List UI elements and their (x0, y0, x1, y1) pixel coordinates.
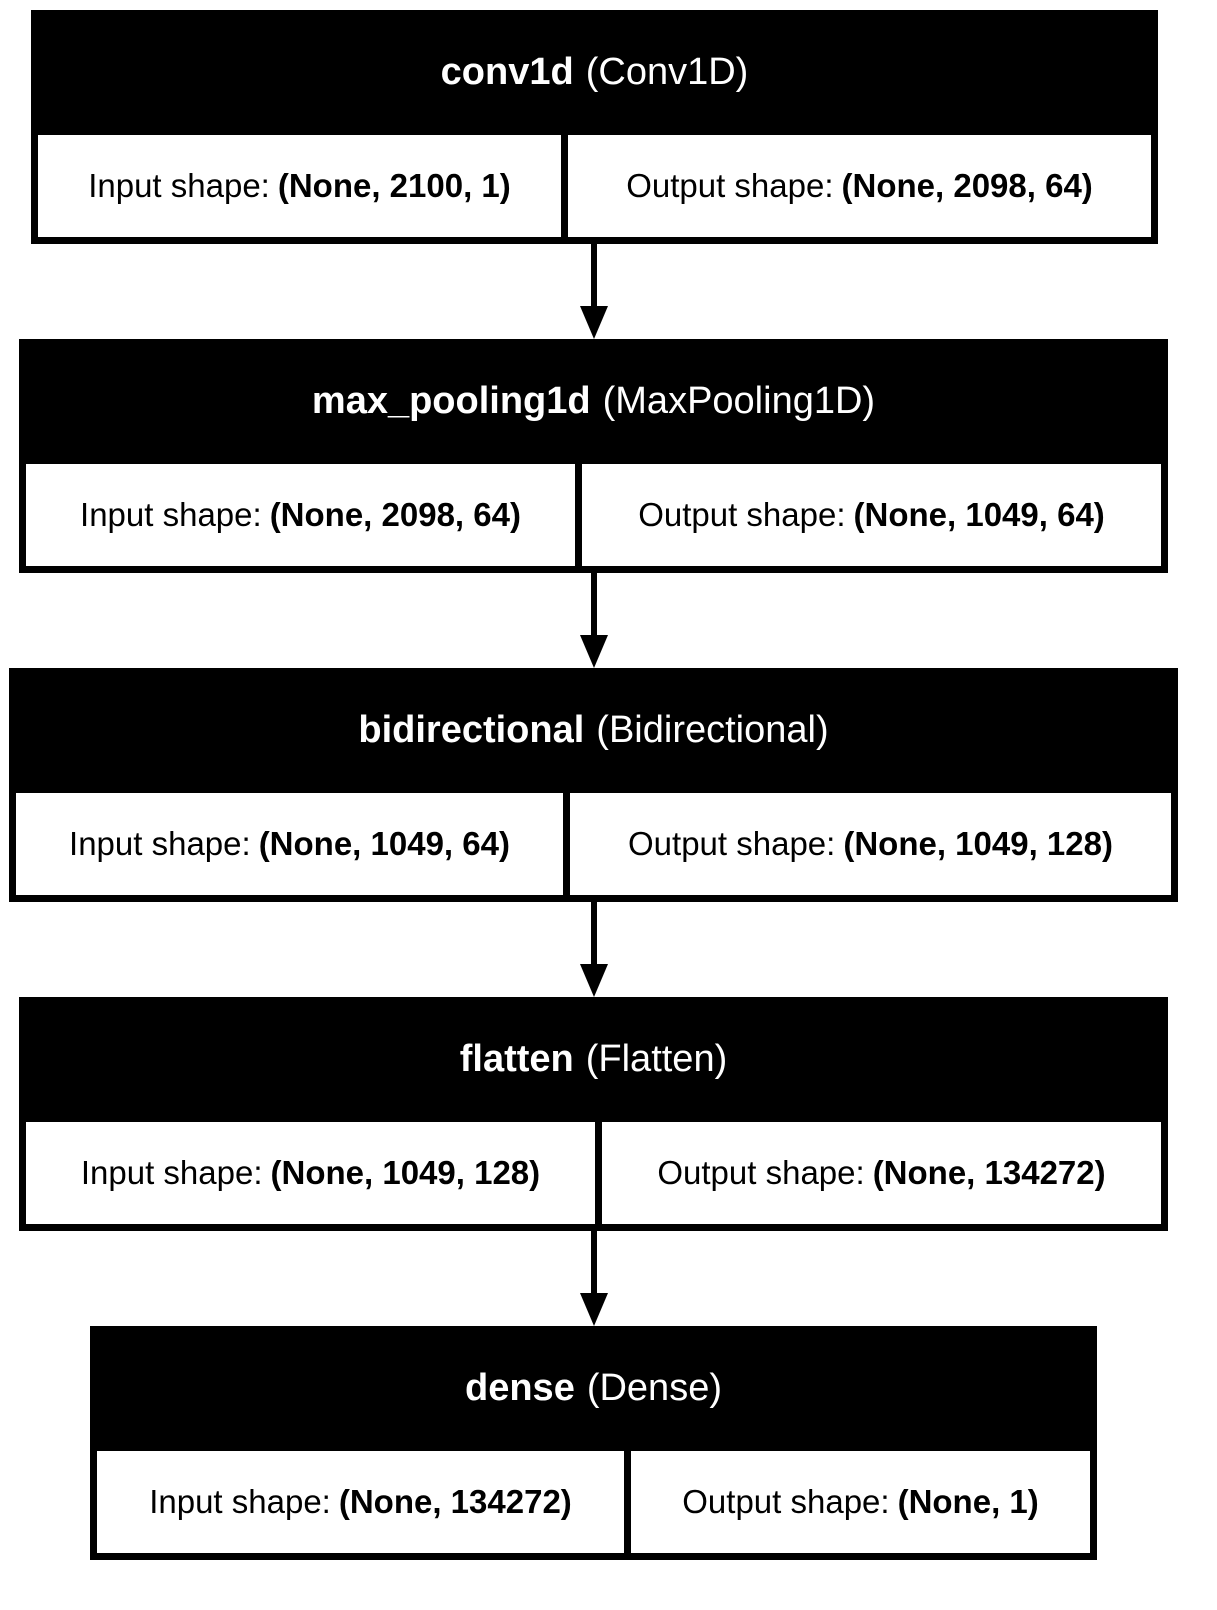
layer-header: bidirectional (Bidirectional) (9, 668, 1178, 793)
output-shape-label: Output shape: (626, 167, 834, 204)
arrow-bidirectional-to-flatten (580, 902, 608, 997)
input-shape-value: (None, 2098, 64) (269, 496, 521, 533)
output-shape-value: (None, 1049, 64) (853, 496, 1105, 533)
layer-name: bidirectional (358, 709, 585, 751)
input-shape-cell: Input shape: (None, 2098, 64) (26, 464, 575, 566)
input-shape-label: Input shape: (69, 825, 251, 862)
input-shape-cell: Input shape: (None, 1049, 64) (16, 793, 563, 895)
arrow-flatten-to-dense (580, 1231, 608, 1326)
layer-type: (Flatten) (585, 1038, 728, 1080)
input-shape-label: Input shape: (80, 1154, 263, 1191)
output-shape-cell: Output shape: (None, 1049, 64) (582, 464, 1161, 566)
input-shape-value: (None, 134272) (338, 1483, 572, 1520)
layer-node-dense: dense (Dense) Input shape: (None, 134272… (90, 1326, 1097, 1560)
layer-type: (Dense) (586, 1367, 722, 1409)
layer-name: dense (465, 1367, 575, 1409)
output-shape-value: (None, 1) (897, 1483, 1039, 1520)
layer-node-max-pooling1d: max_pooling1d (MaxPooling1D) Input shape… (19, 339, 1168, 573)
input-shape-label: Input shape: (88, 167, 270, 204)
layer-node-bidirectional: bidirectional (Bidirectional) Input shap… (9, 668, 1178, 902)
input-shape-value: (None, 1049, 128) (270, 1154, 541, 1191)
output-shape-value: (None, 2098, 64) (841, 167, 1093, 204)
output-shape-cell: Output shape: (None, 1) (631, 1451, 1090, 1553)
layer-header: conv1d (Conv1D) (31, 10, 1158, 135)
layer-name: max_pooling1d (311, 380, 591, 422)
input-shape-value: (None, 2100, 1) (277, 167, 511, 204)
layer-name: flatten (459, 1038, 574, 1080)
input-shape-label: Input shape: (80, 496, 262, 533)
output-shape-label: Output shape: (682, 1483, 890, 1520)
input-shape-label: Input shape: (149, 1483, 331, 1520)
layer-name: conv1d (440, 51, 574, 93)
input-shape-cell: Input shape: (None, 2100, 1) (38, 135, 561, 237)
layer-type: (Bidirectional) (596, 709, 829, 751)
output-shape-cell: Output shape: (None, 1049, 128) (570, 793, 1171, 895)
output-shape-value: (None, 134272) (872, 1154, 1106, 1191)
input-shape-cell: Input shape: (None, 134272) (97, 1451, 624, 1553)
layer-header: flatten (Flatten) (19, 997, 1168, 1122)
output-shape-label: Output shape: (628, 825, 836, 862)
layer-node-flatten: flatten (Flatten) Input shape: (None, 10… (19, 997, 1168, 1231)
output-shape-cell: Output shape: (None, 134272) (602, 1122, 1161, 1224)
layer-type: (MaxPooling1D) (602, 380, 876, 422)
layer-header: max_pooling1d (MaxPooling1D) (19, 339, 1168, 464)
input-shape-cell: Input shape: (None, 1049, 128) (26, 1122, 595, 1224)
output-shape-value: (None, 1049, 128) (843, 825, 1113, 862)
output-shape-cell: Output shape: (None, 2098, 64) (568, 135, 1151, 237)
output-shape-label: Output shape: (657, 1154, 865, 1191)
layer-type: (Conv1D) (585, 51, 749, 93)
layer-header: dense (Dense) (90, 1326, 1097, 1451)
layer-node-conv1d: conv1d (Conv1D) Input shape: (None, 2100… (31, 10, 1158, 244)
arrow-conv1d-to-max-pooling1d (580, 244, 608, 339)
output-shape-label: Output shape: (638, 496, 846, 533)
arrow-max-pooling1d-to-bidirectional (580, 573, 608, 668)
input-shape-value: (None, 1049, 64) (258, 825, 510, 862)
